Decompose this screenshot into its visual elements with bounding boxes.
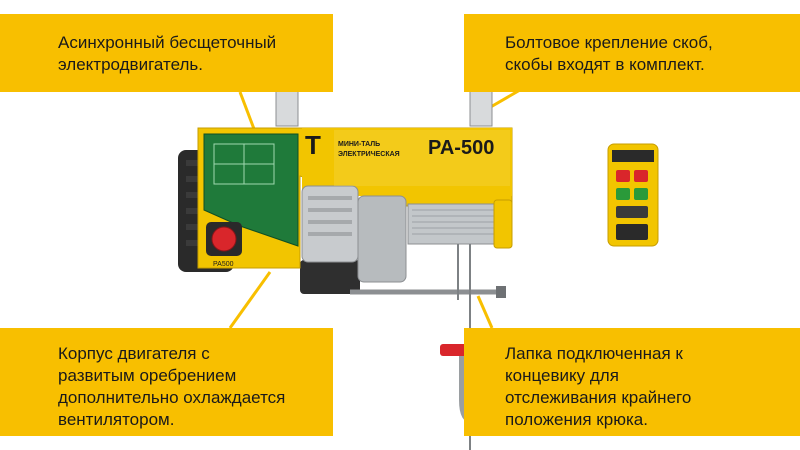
callout-pointer-limit — [476, 295, 494, 329]
remote-control-icon — [607, 143, 659, 247]
callout-housing-line-4: вентилятором. — [58, 410, 175, 429]
callout-housing: Корпус двигателя с развитым оребрением д… — [0, 328, 333, 436]
callout-limit-line-2: концевику для — [505, 366, 619, 385]
callout-brackets-line-2: скобы входят в комплект. — [505, 55, 705, 74]
motor-body — [301, 185, 407, 283]
callout-housing-line-3: дополнительно охлаждается — [58, 388, 286, 407]
callout-motor: Асинхронный бесщеточный электродвигатель… — [0, 14, 333, 92]
callout-brackets: Болтовое крепление скоб, скобы входят в … — [464, 14, 800, 92]
callout-limit-line-4: положения крюка. — [505, 410, 648, 429]
callout-pointer-housing — [228, 271, 272, 329]
callout-brackets-line-1: Болтовое крепление скоб, — [505, 33, 713, 52]
callout-motor-line-1: Асинхронный бесщеточный — [58, 33, 277, 52]
label-plate: T МИНИ-ТАЛЬ ЭЛЕКТРИЧЕСКАЯ PA-500 PA500 — [213, 130, 510, 268]
limit-switch-lever — [350, 286, 506, 298]
stop-button-icon — [206, 222, 242, 256]
callout-limit: Лапка подключенная к концевику для отсле… — [464, 328, 800, 436]
side-model-label: PA500 — [213, 261, 234, 268]
callout-housing-line-1: Корпус двигателя с — [58, 344, 210, 363]
callout-limit-line-3: отслеживания крайнего — [505, 388, 692, 407]
model-label: PA-500 — [428, 137, 494, 159]
product-type-line1: МИНИ-ТАЛЬ — [338, 141, 380, 148]
mounting-brackets — [275, 89, 493, 127]
wiring-panel — [203, 133, 299, 247]
product-type-line2: ЭЛЕКТРИЧЕСКАЯ — [338, 151, 400, 158]
callout-housing-line-2: развитым оребрением — [58, 366, 237, 385]
callout-motor-line-2: электродвигатель. — [58, 55, 203, 74]
callout-limit-line-1: Лапка подключенная к — [505, 344, 683, 363]
brand-letter: T — [305, 130, 321, 160]
cable-drum — [407, 199, 513, 249]
